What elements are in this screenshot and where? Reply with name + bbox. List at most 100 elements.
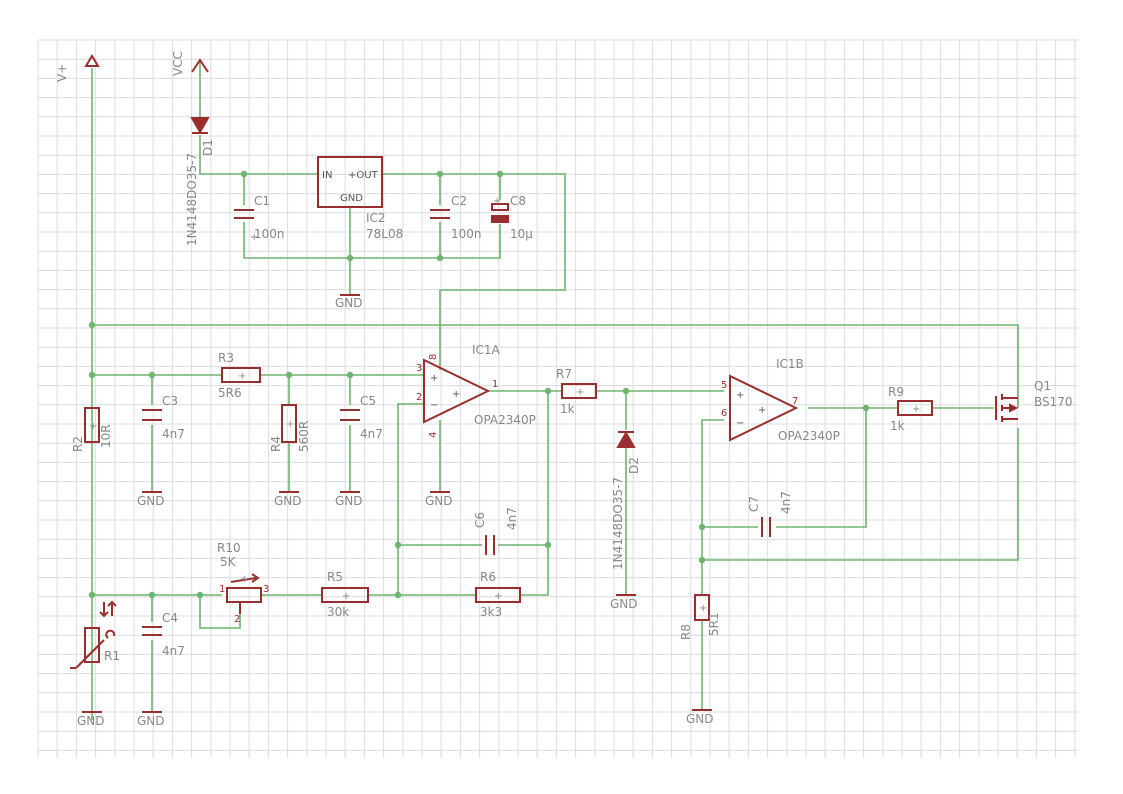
svg-text:R5: R5 [327, 570, 343, 584]
gnd-c3: GND [137, 491, 165, 508]
svg-text:C4: C4 [162, 611, 178, 625]
gnd-symbols: GND GND GND GND GND GND GND GND GND [77, 294, 714, 728]
junction-dot [394, 591, 402, 599]
junctions [88, 170, 870, 599]
svg-text:BS170: BS170 [1034, 395, 1073, 409]
svg-text:2: 2 [234, 614, 240, 625]
svg-text:1: 1 [492, 379, 498, 390]
junction-dot [862, 404, 870, 412]
svg-text:IC2: IC2 [366, 211, 386, 225]
capacitor-c6: C6 4n7 [473, 507, 519, 555]
svg-text:5K: 5K [220, 555, 237, 569]
svg-text:GND: GND [425, 494, 453, 508]
junction-dot [436, 254, 444, 262]
svg-text:C8: C8 [510, 194, 526, 208]
svg-text:C3: C3 [162, 394, 178, 408]
svg-text:+: + [758, 405, 766, 416]
capacitor-c4: C4 4n7 [142, 611, 185, 658]
svg-text:1: 1 [219, 584, 225, 595]
svg-text:R3: R3 [218, 351, 234, 365]
svg-text:IC1B: IC1B [776, 357, 804, 371]
capacitor-c5: C5 4n7 [340, 394, 383, 441]
svg-text:4n7: 4n7 [162, 427, 185, 441]
capacitor-c1: + C1 100n [234, 194, 285, 243]
svg-text:+: + [240, 574, 248, 585]
svg-text:10R: 10R [99, 424, 113, 448]
svg-text:IN: IN [322, 170, 332, 181]
svg-text:+: + [493, 196, 501, 207]
gnd-c4: GND [137, 711, 165, 728]
resistor-r3: + R3 5R6 [218, 351, 261, 400]
svg-text:8: 8 [428, 354, 439, 360]
svg-text:GND: GND [274, 494, 302, 508]
grid [37, 39, 1078, 758]
svg-text:7: 7 [792, 396, 798, 407]
junction-dot [394, 541, 402, 549]
svg-text:GND: GND [137, 494, 165, 508]
junction-dot [544, 387, 552, 395]
nets [91, 60, 1019, 720]
gnd-c5: GND [335, 491, 363, 508]
svg-text:+: + [250, 232, 258, 243]
junction-dot [148, 371, 156, 379]
resistor-r2: + R2 10R [71, 407, 113, 452]
svg-text:6: 6 [721, 408, 727, 419]
junction-dot [148, 591, 156, 599]
diode-d2: 1N4148DO35-7 D2 [611, 430, 641, 570]
svg-text:+: + [576, 387, 584, 398]
svg-text:OPA2340P: OPA2340P [778, 429, 840, 443]
svg-text:GND: GND [335, 296, 363, 310]
gnd-d2: GND [610, 594, 638, 611]
svg-text:R8: R8 [679, 624, 693, 640]
svg-text:GND: GND [610, 597, 638, 611]
resistor-r6: + R6 3k3 [475, 570, 521, 619]
junction-dot [346, 371, 354, 379]
vplus-label: V+ [55, 64, 69, 82]
vcc-label: VCC [171, 51, 185, 76]
svg-text:1k: 1k [560, 402, 575, 416]
svg-text:R2: R2 [71, 436, 85, 452]
svg-text:R10: R10 [217, 541, 241, 555]
svg-text:30k: 30k [327, 605, 349, 619]
potentiometer-r10: + 1 3 2 R10 5K [217, 541, 269, 625]
svg-text:+: + [912, 404, 920, 415]
capacitor-c3: C3 4n7 [142, 394, 185, 441]
svg-text:IC1A: IC1A [472, 343, 501, 357]
opamp-ic1b: + − + 5 6 7 IC1B OPA2340P [721, 357, 840, 443]
capacitor-c2: C2 100n [430, 194, 482, 241]
svg-text:GND: GND [340, 193, 363, 204]
vplus-symbol: V+ [55, 54, 100, 82]
junction-dot [285, 371, 293, 379]
svg-text:GND: GND [77, 714, 105, 728]
svg-text:C5: C5 [360, 394, 376, 408]
ldr-r1: R1 [70, 600, 120, 669]
svg-text:C7: C7 [747, 496, 761, 512]
svg-text:+: + [430, 373, 438, 384]
svg-text:4n7: 4n7 [162, 644, 185, 658]
junction-dot [698, 556, 706, 564]
svg-text:R1: R1 [104, 649, 120, 663]
svg-text:2: 2 [416, 392, 422, 403]
svg-text:10µ: 10µ [510, 227, 533, 241]
svg-text:78L08: 78L08 [366, 227, 403, 241]
resistor-r4: + R4 560R [269, 404, 311, 452]
resistor-r8: + R8 5R1 [679, 594, 721, 640]
junction-dot [88, 591, 96, 599]
gnd-ic2: GND [335, 294, 363, 310]
mosfet-q1: Q1 BS170 [995, 379, 1073, 422]
junction-dot [240, 170, 248, 178]
svg-text:GND: GND [686, 712, 714, 726]
svg-text:4n7: 4n7 [360, 427, 383, 441]
svg-text:4: 4 [428, 432, 439, 438]
diode-d1: 1N4148DO35-7 D1 [185, 117, 215, 246]
svg-text:+: + [286, 419, 294, 430]
svg-text:D1: D1 [201, 139, 215, 156]
svg-text:R7: R7 [556, 367, 572, 381]
svg-text:5: 5 [721, 380, 727, 391]
svg-text:1N4148DO35-7: 1N4148DO35-7 [185, 153, 199, 246]
gnd-r4: GND [274, 491, 302, 508]
svg-text:100n: 100n [254, 227, 285, 241]
gnd-ic1a: GND [425, 491, 453, 508]
svg-text:OPA2340P: OPA2340P [474, 413, 536, 427]
svg-text:1N4148DO35-7: 1N4148DO35-7 [611, 477, 625, 570]
